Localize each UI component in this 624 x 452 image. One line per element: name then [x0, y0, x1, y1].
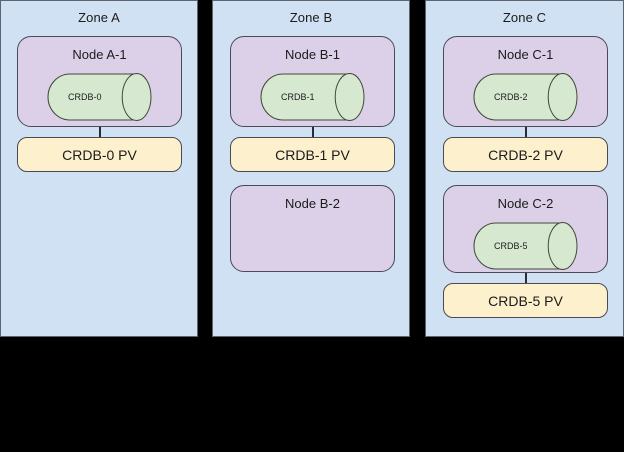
persistent-volume-box-crdb-1-pv: CRDB-1 PV — [230, 137, 395, 172]
database-cylinder-crdb-1: CRDB-1 — [260, 73, 365, 121]
persistent-volume-label: CRDB-2 PV — [488, 146, 563, 163]
node-title: Node A-1 — [72, 47, 127, 62]
database-cylinder-crdb-0: CRDB-0 — [47, 73, 152, 121]
connector-line — [312, 121, 314, 137]
node-title: Node B-1 — [285, 47, 340, 62]
database-cylinder-crdb-2: CRDB-2 — [473, 73, 578, 121]
zone-title: Zone C — [502, 10, 547, 25]
node-box-node-b-2: Node B-2 — [230, 185, 395, 272]
persistent-volume-box-crdb-0-pv: CRDB-0 PV — [17, 137, 182, 172]
zone-title: Zone A — [78, 10, 120, 25]
persistent-volume-label: CRDB-0 PV — [62, 146, 137, 163]
persistent-volume-box-crdb-2-pv: CRDB-2 PV — [443, 137, 608, 172]
persistent-volume-label: CRDB-1 PV — [275, 146, 350, 163]
zone-title: Zone B — [289, 10, 333, 25]
node-title: Node B-2 — [285, 196, 340, 211]
connector-line — [99, 121, 101, 137]
persistent-volume-label: CRDB-5 PV — [488, 292, 563, 309]
node-title: Node C-1 — [497, 47, 554, 62]
node-title: Node C-2 — [497, 196, 554, 211]
connector-line — [525, 121, 527, 137]
connector-line — [525, 268, 527, 283]
database-cylinder-crdb-5: CRDB-5 — [473, 222, 578, 270]
persistent-volume-box-crdb-5-pv: CRDB-5 PV — [443, 283, 608, 318]
